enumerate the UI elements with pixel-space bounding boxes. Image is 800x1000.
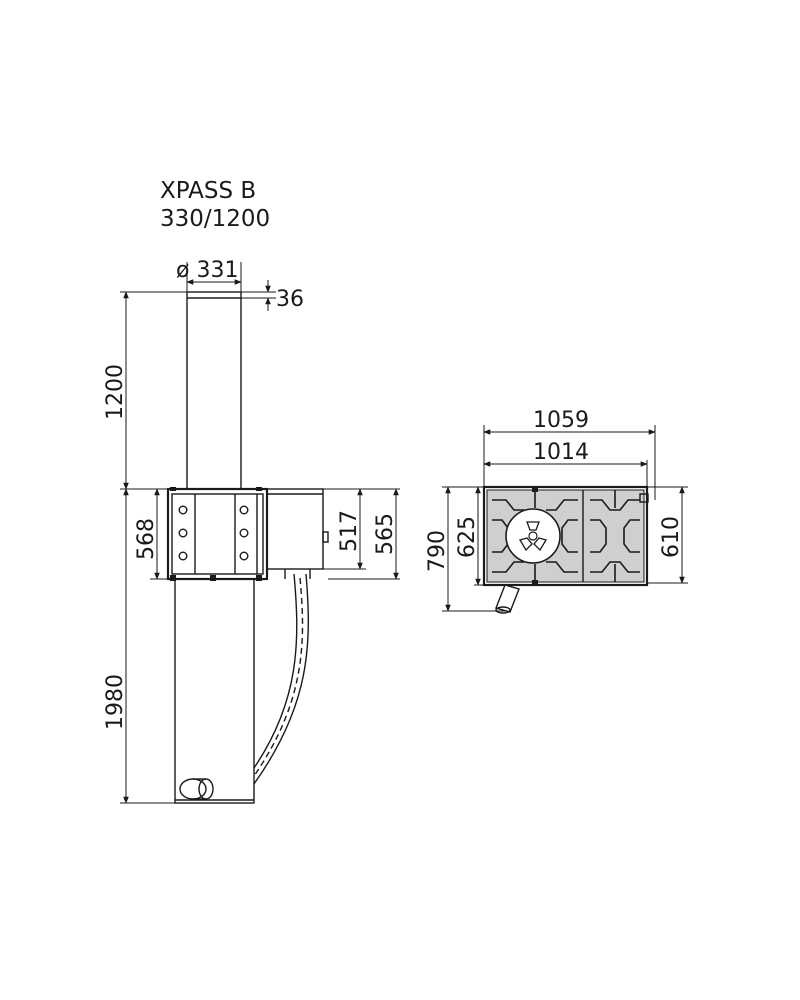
width-outer-label: 1059 xyxy=(533,408,589,433)
depth-plate-label: 625 xyxy=(455,516,480,558)
box-outer-label: 565 xyxy=(373,513,398,555)
width-inner-label: 1014 xyxy=(533,440,589,465)
bollard-cylinder xyxy=(186,291,242,490)
depth-plate-dimension: 625 xyxy=(455,486,484,586)
foundation-tube xyxy=(174,578,255,804)
width-inner-dimension: 1014 xyxy=(483,440,648,500)
central-hub xyxy=(505,508,561,564)
box-height-label: 517 xyxy=(337,510,362,552)
side-view: ø 331 36 1200 1980 xyxy=(103,258,400,804)
housing-dimension: 568 xyxy=(134,488,168,580)
top-view: 1059 1014 790 625 610 xyxy=(425,408,688,614)
depth-right-label: 610 xyxy=(659,516,684,558)
diameter-dimension: ø 331 xyxy=(176,258,242,292)
hydraulic-hose xyxy=(253,573,309,785)
pipe-outlet xyxy=(495,584,520,614)
height-dimension: 1200 xyxy=(103,291,187,490)
diameter-label: ø 331 xyxy=(176,258,238,283)
depth-total-label: 790 xyxy=(425,530,450,572)
cap-label: 36 xyxy=(276,287,304,312)
height-above-label: 1200 xyxy=(103,364,128,420)
drawing-title: XPASS B 330/1200 xyxy=(160,178,270,232)
housing-frame xyxy=(166,487,269,581)
depth-dimension: 1980 xyxy=(103,488,175,804)
title-model: XPASS B xyxy=(160,178,256,204)
depth-total-dimension: 790 xyxy=(425,486,505,612)
depth-below-label: 1980 xyxy=(103,674,128,730)
depth-right-dimension: 610 xyxy=(647,486,688,584)
cap-dimension: 36 xyxy=(241,280,304,312)
title-size: 330/1200 xyxy=(160,206,270,232)
side-box xyxy=(266,488,329,579)
box-dimension: 517 565 xyxy=(323,488,400,580)
width-outer-dimension: 1059 xyxy=(483,408,656,500)
housing-height-label: 568 xyxy=(134,518,159,560)
